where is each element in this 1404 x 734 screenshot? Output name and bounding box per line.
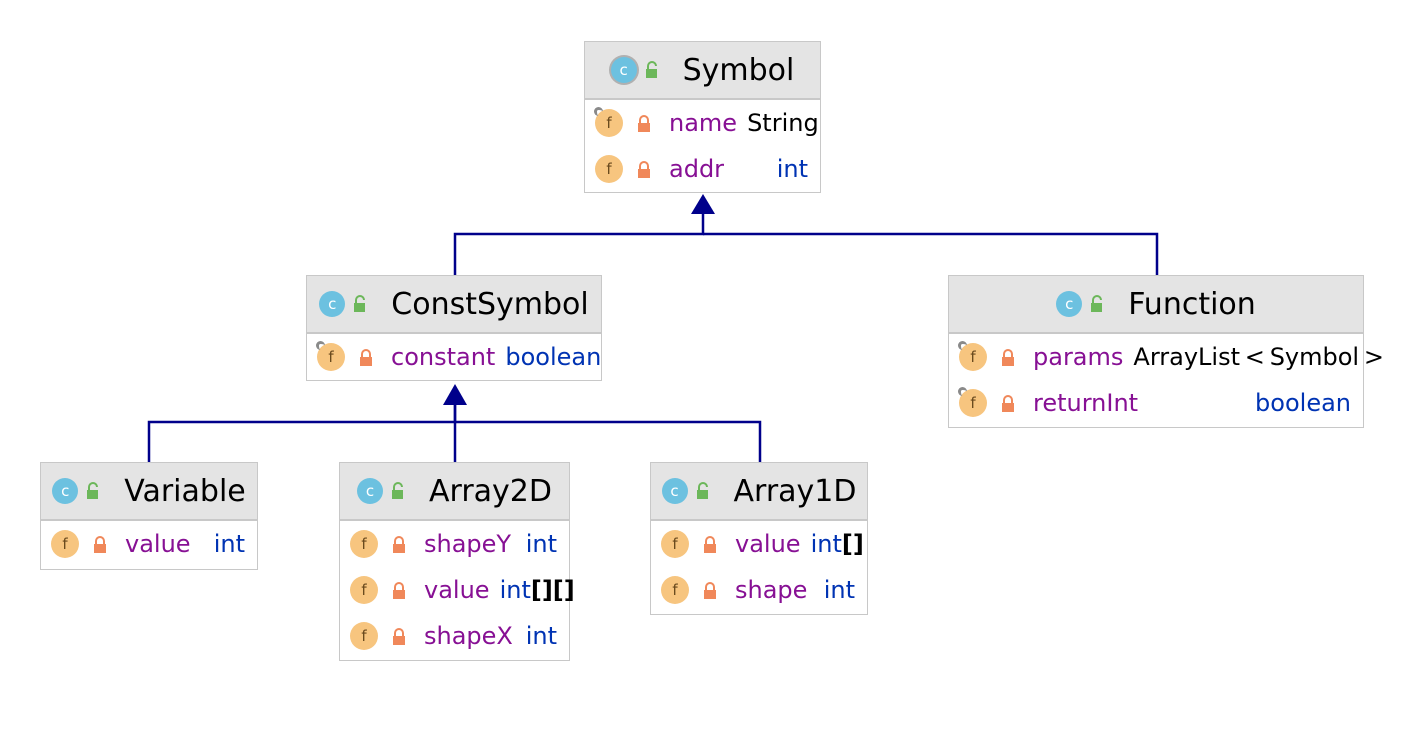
lock-icon [393, 535, 405, 553]
class-icon: c [319, 291, 346, 317]
field-name: name [669, 109, 738, 137]
lock-icon [1002, 394, 1014, 412]
field-name: shapeX [424, 622, 513, 650]
field-type: int[] [801, 530, 864, 558]
field-type: int [776, 155, 808, 183]
lock-icon [638, 114, 650, 132]
class-name: Array1D [733, 473, 857, 509]
edge-function-symbol [703, 232, 1159, 275]
class-header-symbol: c Symbol [585, 42, 820, 100]
field-row[interactable]: f shape int [651, 567, 867, 613]
array-brackets: [][] [530, 576, 575, 604]
type-keyword: int [499, 576, 531, 604]
arrowhead-symbol [691, 194, 715, 214]
lock-icon [94, 535, 106, 553]
field-icon: f [350, 576, 378, 604]
field-type: ArrayList < Symbol > [1133, 343, 1384, 371]
unlocked-icon [87, 482, 99, 499]
field-icon: f [350, 622, 378, 650]
field-type: boolean [505, 343, 602, 371]
unlocked-icon [645, 61, 657, 78]
edge-to-constsymbol [147, 384, 762, 462]
field-row[interactable]: f shapeX int [340, 613, 569, 659]
class-header-function: c Function [949, 276, 1363, 334]
field-name: shape [735, 576, 808, 604]
field-row[interactable]: f constant boolean [307, 334, 601, 380]
lock-icon [393, 627, 405, 645]
lock-icon [393, 581, 405, 599]
field-row[interactable]: f returnInt boolean [949, 380, 1363, 426]
field-type: String [747, 109, 819, 137]
field-row[interactable]: f name String [585, 100, 820, 146]
edge-constsymbol-symbol [453, 212, 705, 275]
field-icon: f [51, 530, 79, 558]
field-type: boolean [1255, 389, 1351, 417]
field-row[interactable]: f addr int [585, 146, 820, 192]
class-icon: c [661, 478, 688, 504]
class-header-array2d: c Array2D [340, 463, 569, 521]
field-icon: f [958, 341, 987, 371]
field-type: int [823, 576, 855, 604]
lock-icon [704, 535, 716, 553]
class-box-symbol[interactable]: c Symbol f name String f addr int [584, 41, 821, 193]
field-icon: f [958, 387, 987, 417]
class-name: Symbol [682, 52, 795, 88]
class-name: Array2D [429, 473, 552, 509]
class-icon: c [52, 478, 79, 504]
class-name: Variable [124, 473, 246, 509]
unlocked-icon [354, 295, 366, 312]
field-name: shapeY [424, 530, 512, 558]
field-icon: f [661, 530, 689, 558]
field-type: int[][] [490, 576, 575, 604]
class-header-constsymbol: c ConstSymbol [307, 276, 601, 334]
type-keyword: int [810, 530, 842, 558]
field-name: value [424, 576, 490, 604]
edge-variable-constsymbol [147, 405, 457, 462]
field-name: value [125, 530, 191, 558]
field-name: params [1033, 343, 1124, 371]
arrowhead-constsymbol [443, 384, 467, 405]
class-header-variable: c Variable [41, 463, 257, 521]
field-row[interactable]: f params ArrayList < Symbol > [949, 334, 1384, 380]
field-type: int [525, 622, 557, 650]
field-row[interactable]: f value int[][] [340, 567, 575, 613]
class-box-array2d[interactable]: c Array2D f shapeY int f value int[][] f… [339, 462, 575, 661]
abstract-class-icon: c [610, 57, 637, 83]
lock-icon [704, 581, 716, 599]
class-name: Function [1128, 286, 1256, 322]
field-icon: f [595, 155, 623, 183]
field-row[interactable]: f value int [41, 521, 257, 567]
edge-array1d-constsymbol [455, 420, 762, 462]
lock-icon [638, 160, 650, 178]
class-icon: c [357, 478, 383, 504]
field-icon: f [594, 107, 623, 137]
field-name: addr [669, 155, 725, 183]
field-name: constant [391, 343, 496, 371]
unlocked-icon [1091, 295, 1103, 312]
field-name: value [735, 530, 801, 558]
class-header-array1d: c Array1D [651, 463, 867, 521]
array-brackets: [] [841, 530, 864, 558]
field-row[interactable]: f shapeY int [340, 521, 569, 567]
class-box-array1d[interactable]: c Array1D f value int[] f shape int [650, 462, 868, 615]
unlocked-icon [392, 482, 403, 499]
lock-icon [360, 348, 372, 366]
lock-icon [1002, 348, 1014, 366]
field-icon: f [316, 341, 345, 371]
class-box-function[interactable]: c Function f params ArrayList < Symbol >… [948, 275, 1384, 428]
field-row[interactable]: f value int[] [651, 521, 867, 567]
edge-to-symbol [453, 194, 1159, 275]
field-icon: f [661, 576, 689, 604]
class-box-variable[interactable]: c Variable f value int [40, 462, 258, 570]
field-icon: f [350, 530, 378, 558]
field-type: int [213, 530, 245, 558]
class-box-constsymbol[interactable]: c ConstSymbol f constant boolean [306, 275, 602, 381]
class-name: ConstSymbol [391, 286, 589, 322]
class-icon: c [1056, 291, 1083, 317]
field-type: int [525, 530, 557, 558]
unlocked-icon [696, 482, 708, 499]
field-name: returnInt [1033, 389, 1139, 417]
